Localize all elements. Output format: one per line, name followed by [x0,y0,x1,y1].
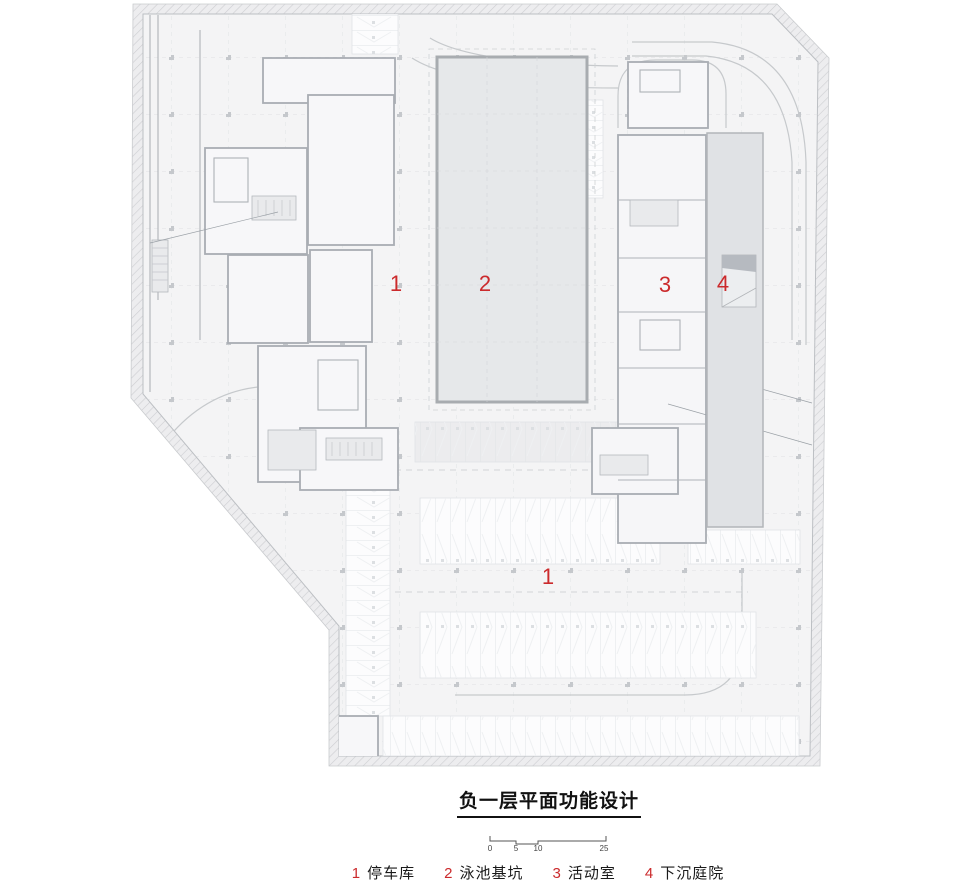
zone-marker-activity-3: 3 [658,272,672,297]
caption-block: 负一层平面功能设计 0 5 10 25 1 停车库 2 泳池基坑 3 活动室 [0,780,960,894]
legend-num-1: 1 [351,865,361,882]
legend-num-3: 3 [552,865,561,882]
zone-marker-parking-1: 1 [389,271,403,296]
legend-item-pool: 2 泳池基坑 [444,862,523,883]
scale-tick-25: 25 [599,844,609,853]
legend-label-3: 活动室 [567,865,616,882]
floor-plan: 1 2 3 4 1 [130,3,830,767]
legend-num-4: 4 [644,865,654,882]
scale-tick-5: 5 [513,844,519,853]
legend-label-1: 停车库 [367,865,416,882]
legend-item-parking: 1 停车库 [352,862,415,883]
scale-tick-10: 10 [533,844,543,853]
scale-tick-0: 0 [487,844,493,853]
legend-item-courtyard: 4 下沉庭院 [645,862,724,883]
scale-bar-line [489,836,607,845]
scale-bar: 0 5 10 25 [487,833,609,855]
plan-title: 负一层平面功能设计 [138,786,960,818]
legend-num-2: 2 [444,865,453,882]
zone-marker-courtyard-4: 4 [716,271,730,296]
legend-item-activity: 3 活动室 [553,862,616,883]
legend-label-4: 下沉庭院 [660,865,725,882]
floor-plan-drawing [130,3,830,767]
zone-marker-pool-2: 2 [478,271,492,296]
legend: 1 停车库 2 泳池基坑 3 活动室 4 下沉庭院 [58,862,960,883]
zone-marker-parking-1-lower: 1 [541,564,555,589]
legend-label-2: 泳池基坑 [459,865,524,882]
